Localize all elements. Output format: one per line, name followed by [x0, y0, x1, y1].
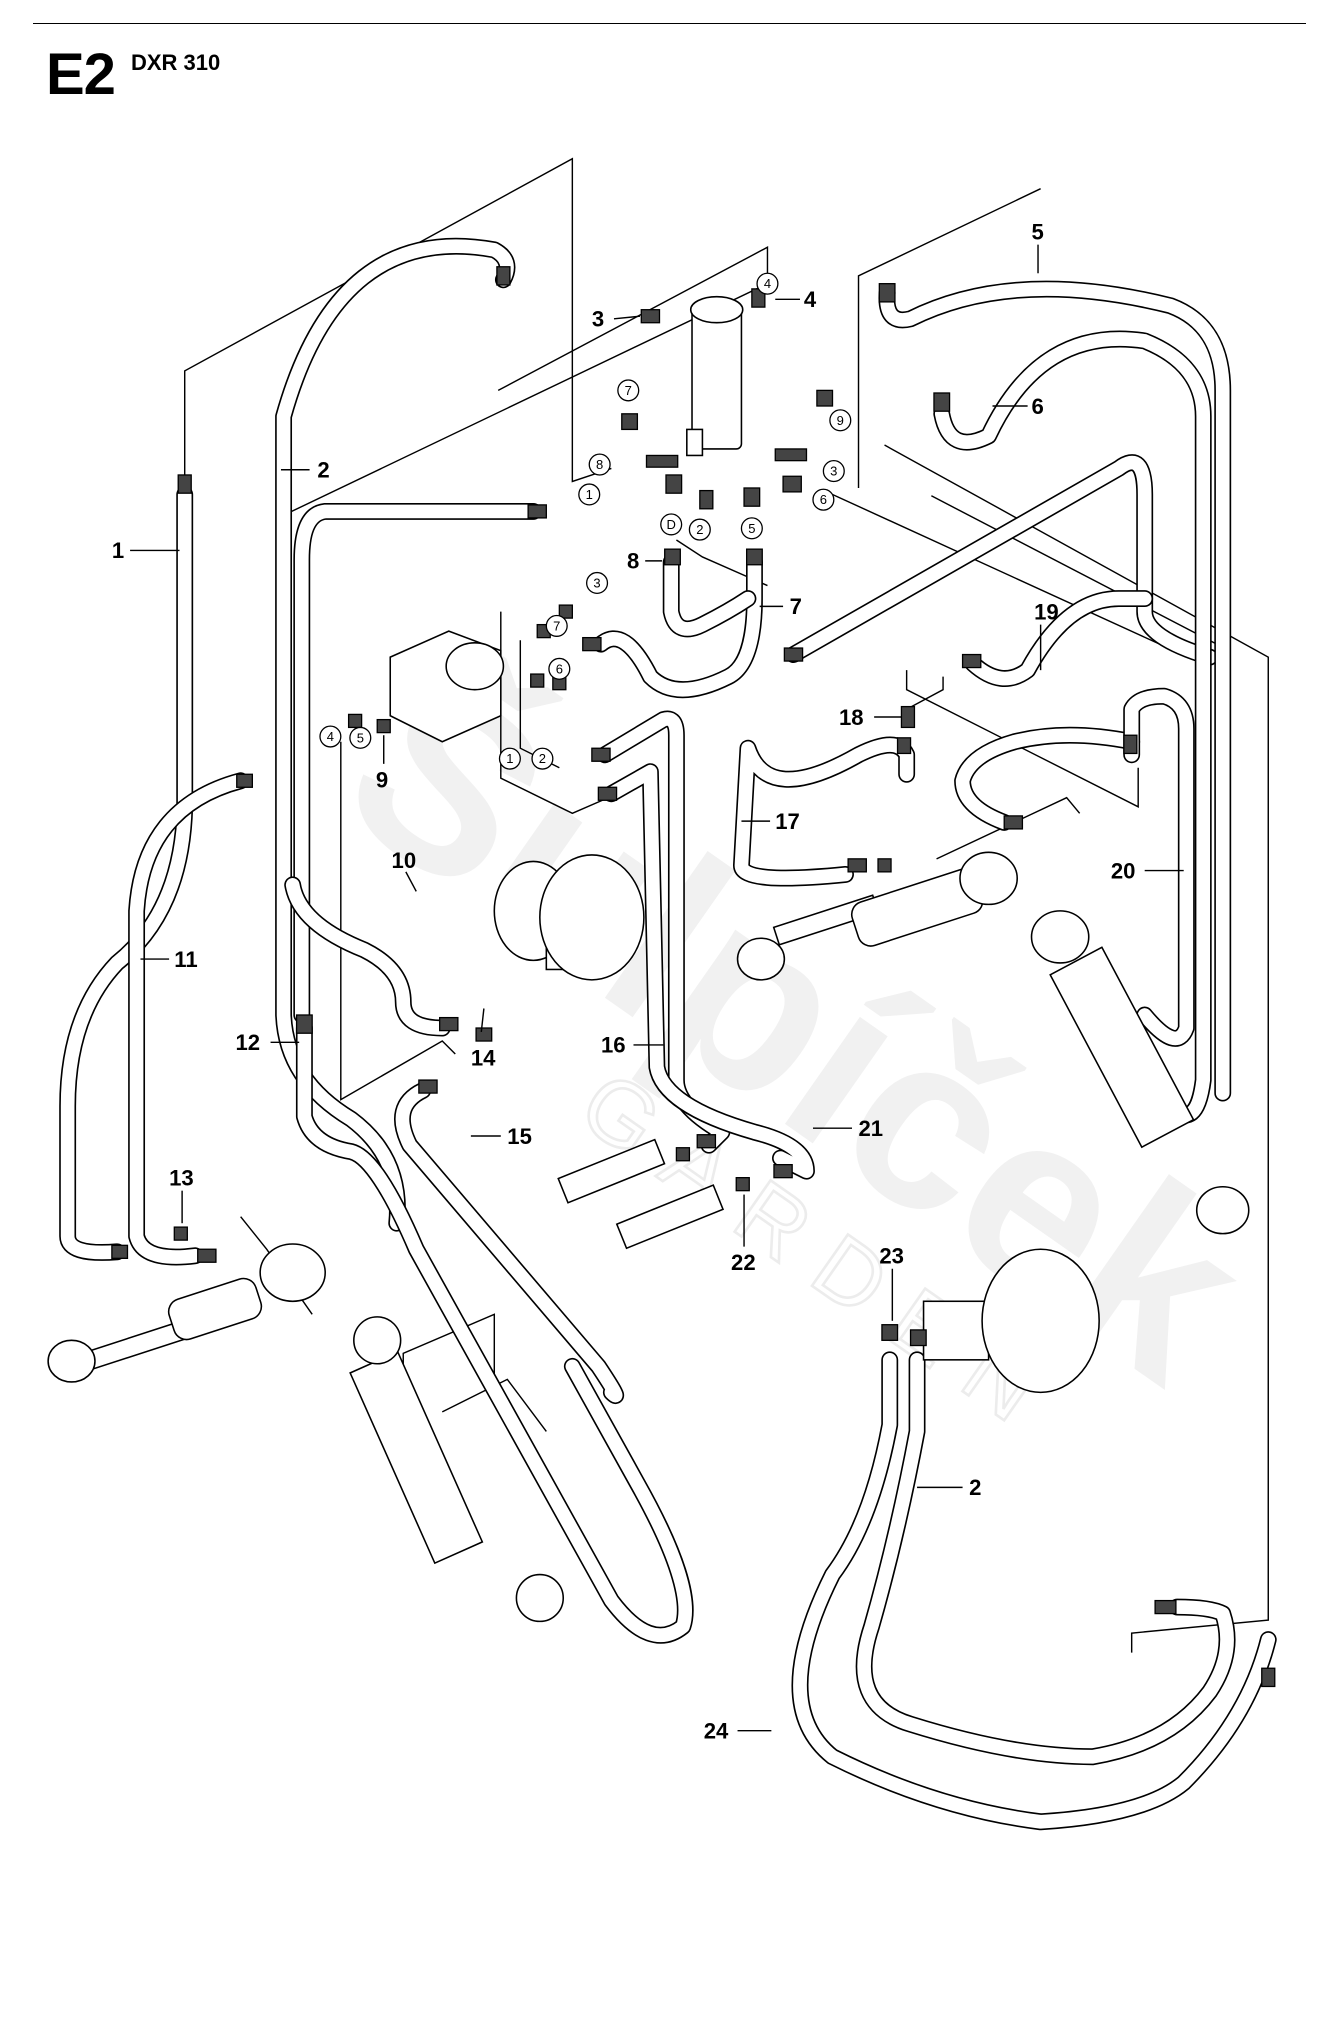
svg-text:2: 2: [696, 522, 703, 537]
callout-14: 14: [471, 1046, 496, 1071]
callout-9: 9: [376, 767, 388, 792]
valve-port-markers: 3 7 6 4 5 1 2: [319, 571, 609, 770]
callout-5: 5: [1032, 219, 1044, 244]
port-marker: 6: [548, 657, 571, 680]
callout-7: 7: [790, 594, 802, 619]
svg-text:7: 7: [553, 618, 560, 633]
callout-16: 16: [601, 1033, 626, 1058]
svg-text:3: 3: [593, 575, 600, 590]
svg-text:D: D: [667, 517, 676, 532]
cylinder-blade-pair: [557, 1138, 725, 1250]
swivel-port-markers: 4 7 8 1 9 3 6 D 2 5: [578, 272, 852, 541]
callouts: 1 2 2 3 4 5 6 7 8 9 10 11 12 13 14 15 16…: [112, 219, 1136, 1743]
swivel-joint: [686, 295, 744, 457]
port-marker: 2: [688, 518, 711, 541]
port-marker: 3: [586, 571, 609, 595]
callout-10: 10: [392, 848, 417, 873]
callout-4: 4: [804, 287, 817, 312]
drive-motor-top: [493, 854, 645, 981]
callout-19: 19: [1034, 599, 1059, 624]
svg-text:1: 1: [506, 751, 513, 766]
port-marker: 1: [578, 483, 601, 506]
svg-text:4: 4: [764, 276, 771, 291]
port-marker: 2: [531, 747, 554, 770]
callout-3: 3: [592, 307, 604, 332]
svg-text:9: 9: [837, 413, 844, 428]
svg-text:6: 6: [820, 492, 827, 507]
callout-18: 18: [839, 705, 864, 730]
cylinder-left: [47, 1243, 326, 1383]
callout-2-upper: 2: [317, 458, 329, 483]
control-valve-block: [389, 630, 505, 743]
fittings: [111, 266, 1276, 1688]
port-marker: 7: [545, 614, 568, 637]
callout-leaders: [130, 244, 1184, 1732]
callout-6: 6: [1032, 394, 1044, 419]
svg-text:5: 5: [748, 521, 755, 536]
port-marker: 7: [617, 379, 640, 402]
header-rule: [33, 23, 1306, 24]
callout-20: 20: [1111, 858, 1136, 883]
callout-1: 1: [112, 538, 124, 563]
callout-24: 24: [704, 1719, 729, 1744]
svg-text:5: 5: [357, 730, 364, 745]
callout-2-lower: 2: [969, 1475, 981, 1500]
hoses: [59, 237, 1277, 1831]
cylinder-center: [349, 1316, 565, 1623]
callout-23: 23: [879, 1244, 904, 1269]
callout-17: 17: [775, 809, 800, 834]
svg-text:8: 8: [596, 457, 603, 472]
port-marker: 1: [498, 747, 521, 770]
port-marker: 5: [349, 726, 372, 749]
callout-13: 13: [169, 1165, 194, 1190]
port-marker: 5: [740, 517, 763, 540]
section-code: E2: [46, 42, 116, 107]
callout-22: 22: [731, 1250, 756, 1275]
callout-21: 21: [859, 1116, 884, 1141]
port-marker: 4: [756, 272, 779, 295]
svg-text:6: 6: [556, 661, 563, 676]
svg-text:3: 3: [830, 464, 837, 479]
svg-text:1: 1: [586, 487, 593, 502]
port-marker: 6: [812, 488, 835, 511]
drive-motor-bottom: [922, 1248, 1100, 1394]
svg-text:2: 2: [539, 751, 546, 766]
port-marker: D: [660, 513, 683, 536]
port-marker: 3: [822, 460, 845, 483]
cylinder-right: [1030, 910, 1250, 1235]
model-name: DXR 310: [131, 50, 221, 75]
cylinder-upper-right: [736, 851, 1018, 981]
callout-11: 11: [174, 947, 197, 972]
callout-12: 12: [235, 1030, 260, 1055]
port-marker: 9: [829, 409, 852, 432]
callout-8: 8: [627, 549, 639, 574]
port-marker: 8: [588, 453, 611, 476]
svg-text:4: 4: [327, 729, 334, 744]
port-marker: 4: [319, 725, 342, 748]
svg-text:7: 7: [625, 383, 632, 398]
callout-15: 15: [507, 1124, 532, 1149]
